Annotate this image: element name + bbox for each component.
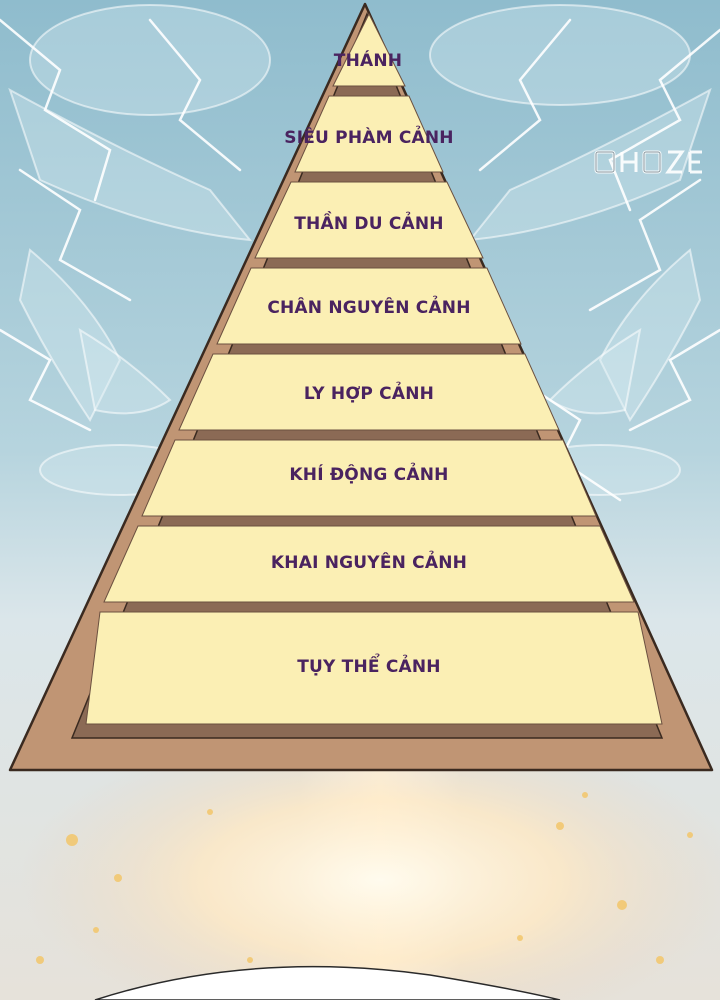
tier-label-8: TỤY THỂ CẢNH <box>297 652 440 677</box>
pyramid-tiers <box>85 12 663 725</box>
foreground-curve <box>94 965 561 1000</box>
tier-labels: THÁNH SIÊU PHÀM CẢNH THẦN DU CẢNH CHÂN N… <box>267 49 470 677</box>
tier-4-band <box>216 267 522 345</box>
tier-8-band <box>85 611 663 725</box>
tier-3-band <box>254 181 484 259</box>
tier-label-6: KHÍ ĐỘNG CẢNH <box>289 462 448 485</box>
tier-label-2: SIÊU PHÀM CẢNH <box>284 125 453 148</box>
tier-6-band <box>141 439 597 517</box>
tier-label-1: THÁNH <box>334 49 402 71</box>
tier-label-5: LY HỢP CẢNH <box>304 381 434 404</box>
tier-1-band <box>332 12 406 87</box>
tier-5-band <box>178 353 560 431</box>
tier-label-3: THẦN DU CẢNH <box>294 210 443 234</box>
sparks <box>36 792 693 964</box>
bottom-glow <box>20 720 720 1000</box>
tier-label-4: CHÂN NGUYÊN CẢNH <box>267 295 470 318</box>
lightning-bolts <box>0 18 720 502</box>
tier-7-band <box>103 525 635 603</box>
watermark-logo <box>594 150 702 174</box>
tier-label-7: KHAI NGUYÊN CẢNH <box>271 550 467 573</box>
tier-2-band <box>294 95 444 173</box>
